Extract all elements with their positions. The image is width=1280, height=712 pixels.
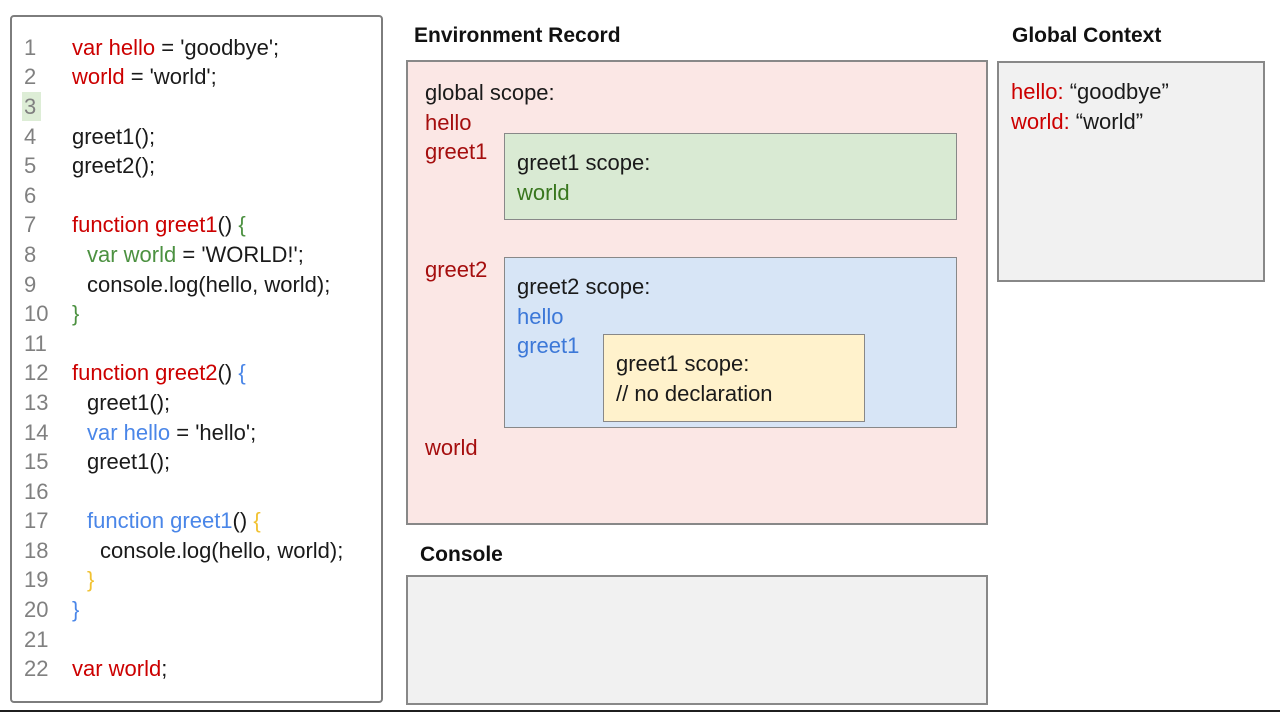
variable-name: hello: — [1011, 79, 1064, 104]
greet2-scope-var-hello: hello — [517, 303, 564, 329]
line-number: 9 — [24, 271, 37, 297]
code-text: } — [72, 597, 80, 623]
code-line: 6 — [12, 181, 381, 211]
line-number: 2 — [24, 64, 37, 90]
code-text: } — [72, 301, 80, 327]
code-text: greet2(); — [72, 153, 156, 179]
code-line: 5 greet2(); — [12, 151, 381, 181]
line-number: 7 — [24, 212, 37, 238]
code-text: console.log(hello, world); — [100, 537, 344, 563]
code-text: function greet1() { — [72, 212, 246, 238]
global-context-entries: hello: “goodbye”world: “world” — [1011, 77, 1251, 136]
code-line: 10} — [12, 299, 381, 329]
code-line: 4 greet1(); — [12, 122, 381, 152]
inner-greet1-scope-box: greet1 scope: // no declaration — [603, 334, 865, 422]
console-title: Console — [420, 543, 503, 566]
greet1-scope-box: greet1 scope: world — [504, 133, 957, 220]
greet2-scope-box: greet2 scope: hello greet1 greet1 scope:… — [504, 257, 957, 428]
line-number: 10 — [24, 301, 49, 327]
highlighted-line-number: 3 — [22, 91, 42, 121]
code-line: 1 var hello = 'goodbye'; — [12, 33, 381, 63]
global-scope-label: global scope: — [425, 80, 555, 105]
line-number: 22 — [24, 656, 49, 682]
code-line: 2 world = 'world'; — [12, 63, 381, 93]
greet2-scope-title: greet2 scope: — [517, 274, 651, 299]
line-number: 1 — [24, 34, 37, 60]
code-line: 15 greet1(); — [12, 447, 381, 477]
code-text: greet1(); — [87, 389, 171, 415]
code-text: greet1(); — [87, 449, 171, 475]
code-line: 16 — [12, 477, 381, 507]
inner-greet1-scope-title: greet1 scope: — [616, 351, 750, 376]
code-line: 18 console.log(hello, world); — [12, 536, 381, 566]
code-line: 12 function greet2() { — [12, 359, 381, 389]
line-number: 13 — [24, 389, 49, 415]
line-number: 20 — [24, 597, 49, 623]
code-line: 14 var hello = 'hello'; — [12, 418, 381, 448]
line-number: 15 — [24, 449, 49, 475]
line-number: 5 — [24, 153, 37, 179]
line-number: 14 — [24, 419, 49, 445]
variable-value: “world” — [1069, 108, 1144, 134]
line-number: 4 — [24, 123, 37, 149]
line-number: 19 — [24, 567, 49, 593]
line-number: 17 — [24, 508, 49, 534]
code-text: } — [87, 567, 95, 593]
code-editor-panel: 1 var hello = 'goodbye'; 2 world = 'world';… — [10, 15, 383, 703]
code-line: 17 function greet1() { — [12, 507, 381, 537]
code-line: 7 function greet1() { — [12, 211, 381, 241]
line-number: 8 — [24, 241, 37, 267]
code-text: function greet2() { — [72, 360, 246, 386]
line-number: 3 — [22, 91, 72, 121]
greet1-scope-title: greet1 scope: — [517, 150, 651, 175]
code-text: world = 'world'; — [72, 64, 217, 90]
global-context-entry: world: “world” — [1011, 107, 1251, 137]
variable-name: world: — [1011, 108, 1070, 134]
code-line: 8 var world = 'WORLD!'; — [12, 240, 381, 270]
console-output-box — [406, 575, 988, 705]
code-lines: 1 var hello = 'goodbye'; 2 world = 'world';… — [12, 33, 381, 684]
code-text: var hello = 'hello'; — [87, 419, 257, 445]
global-var-greet2: greet2 — [425, 257, 488, 282]
code-text: var hello = 'goodbye'; — [72, 34, 280, 60]
global-var-world: world — [425, 435, 478, 460]
global-context-box: hello: “goodbye”world: “world” — [997, 61, 1265, 282]
code-line: 20} — [12, 595, 381, 625]
variable-value: “goodbye” — [1063, 79, 1169, 104]
code-text: greet1(); — [72, 123, 156, 149]
code-line: 19} — [12, 566, 381, 596]
line-number: 18 — [24, 537, 49, 563]
code-line: 11 — [12, 329, 381, 359]
line-number: 6 — [24, 182, 37, 208]
code-text: console.log(hello, world); — [87, 271, 331, 297]
line-number: 16 — [24, 478, 49, 504]
greet1-scope-var-world: world — [517, 179, 570, 205]
line-number: 11 — [24, 330, 47, 356]
line-number: 21 — [24, 626, 49, 652]
global-var-greet1: greet1 — [425, 139, 488, 164]
code-line: 3 — [12, 91, 381, 122]
code-line: 9 console.log(hello, world); — [12, 270, 381, 300]
inner-greet1-scope-comment: // no declaration — [616, 380, 773, 406]
environment-record-title: Environment Record — [414, 24, 621, 47]
code-text: function greet1() { — [87, 508, 261, 534]
global-var-hello: hello — [425, 110, 472, 135]
code-text: var world; — [72, 656, 168, 682]
line-number: 12 — [24, 360, 49, 386]
code-text: var world = 'WORLD!'; — [87, 241, 304, 267]
global-context-entry: hello: “goodbye” — [1011, 77, 1251, 107]
global-scope-box: global scope: hello greet1 greet1 scope:… — [406, 60, 988, 525]
greet2-scope-var-greet1: greet1 — [517, 333, 580, 358]
window-bottom-edge — [0, 710, 1280, 712]
code-line: 13 greet1(); — [12, 388, 381, 418]
code-line: 22 var world; — [12, 654, 381, 684]
code-line: 21 — [12, 625, 381, 655]
global-context-title: Global Context — [1012, 24, 1162, 47]
